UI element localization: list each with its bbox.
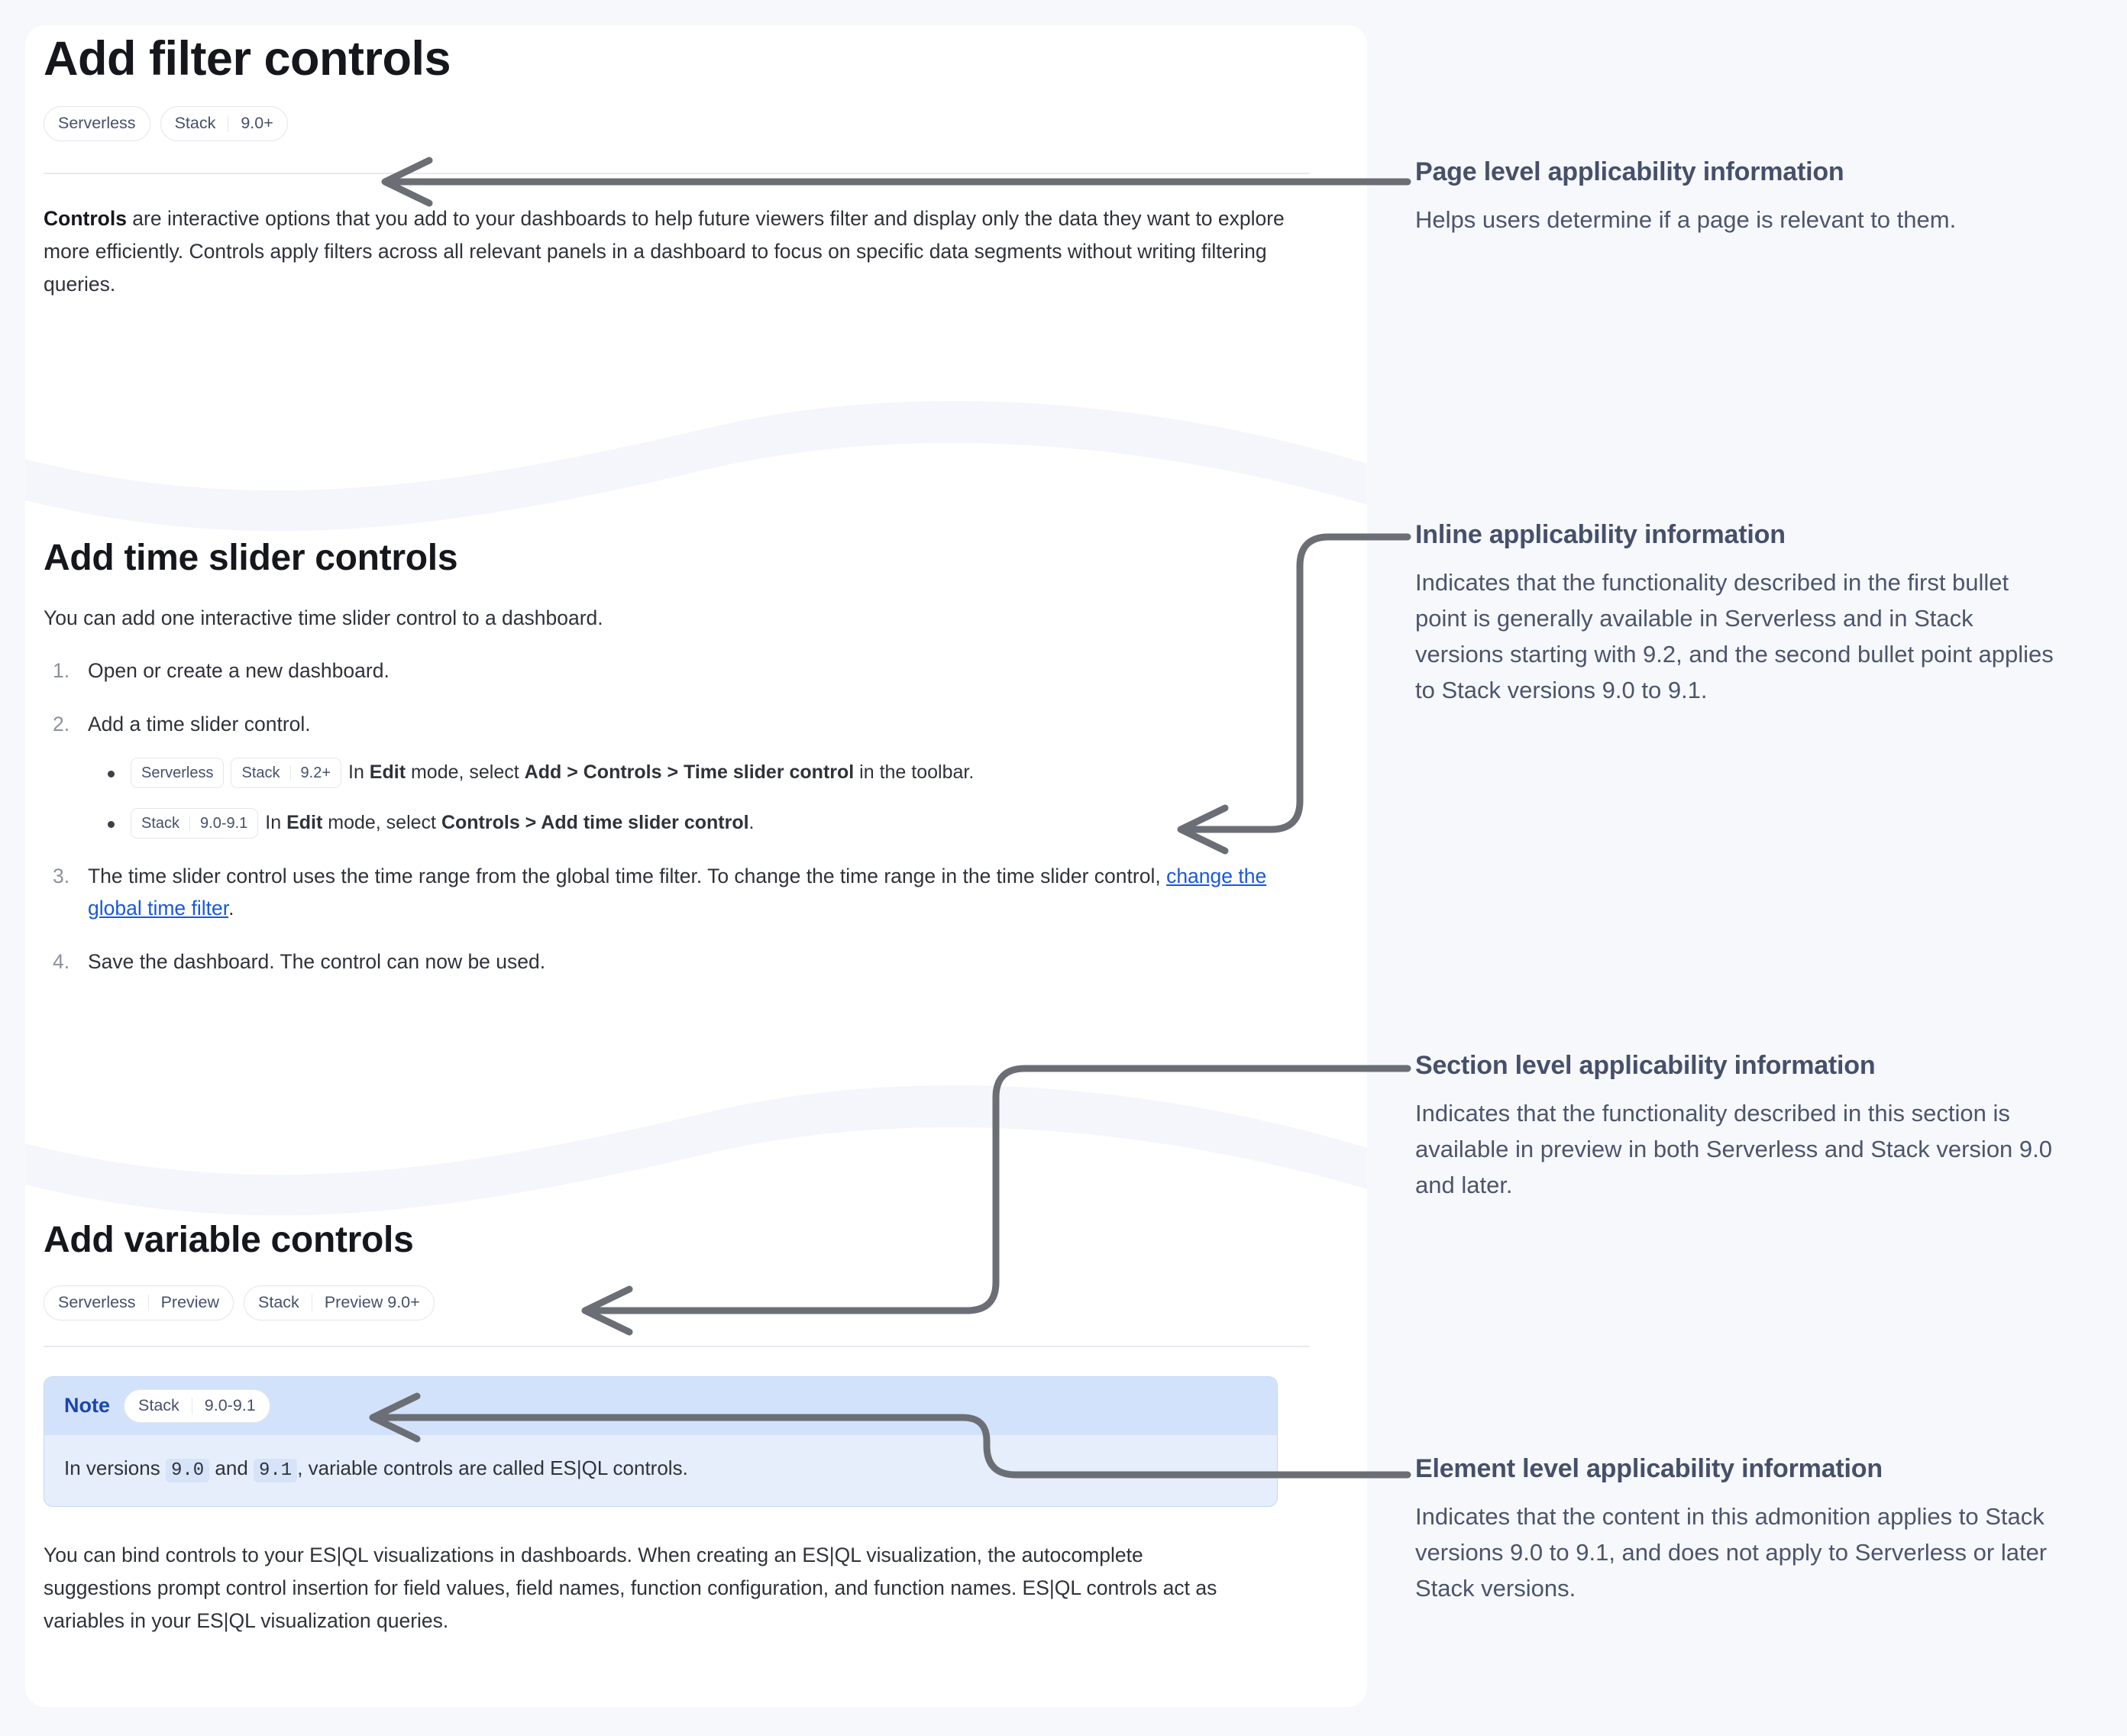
time-slider-intro: You can add one interactive time slider … [44, 606, 603, 629]
bullet-text: In Edit mode, select Controls > Add time… [265, 808, 754, 838]
inline-badge-serverless[interactable]: Serverless [131, 757, 225, 788]
badge-segment-label: Stack [141, 814, 180, 832]
inline-badge-stack[interactable]: Stack 9.2+ [231, 757, 341, 788]
step-text: Open or create a new dashboard. [88, 658, 390, 682]
text-run: in the toolbar. [854, 761, 975, 784]
text-run: . [748, 812, 755, 834]
wave-divider-2 [25, 1058, 1367, 1218]
annotation-body: Indicates that the functionality describ… [1415, 568, 2054, 704]
list-item: Add a time slider control. Serverless St… [53, 708, 1342, 839]
annotation-page-level: Page level applicability information Hel… [1415, 157, 2061, 238]
time-slider-steps: Open or create a new dashboard. Add a ti… [44, 655, 1342, 978]
note-header: Note Stack 9.0-9.1 [44, 1376, 1277, 1435]
title-divider [44, 173, 1310, 175]
note-text-run: and [209, 1456, 254, 1479]
badge-segment-label: Serverless [58, 114, 136, 133]
list-item: The time slider control uses the time ra… [53, 860, 1325, 925]
badge-segment-lifecycle-version: Preview 9.0+ [311, 1295, 432, 1311]
badge-segment-label: Stack [258, 1293, 299, 1312]
annotation-title: Inline applicability information [1415, 520, 1786, 549]
text-run-bold: Controls > Add time slider control [441, 812, 749, 834]
intro-paragraph: Controls are interactive options that yo… [44, 202, 1288, 301]
annotation-title: Page level applicability information [1415, 157, 1844, 186]
note-text-run: In versions [64, 1456, 166, 1479]
variable-controls-paragraph: You can bind controls to your ES|QL visu… [44, 1543, 1217, 1632]
annotation-title: Element level applicability information [1415, 1454, 1883, 1483]
badge-segment-label: Stack [138, 1396, 179, 1415]
badge-segment-label: Stack [241, 764, 280, 781]
inline-code-version-91: 9.1 [254, 1458, 298, 1482]
section-divider [44, 1345, 1310, 1347]
wave-divider-1 [25, 373, 1367, 534]
inline-badge-stack[interactable]: Stack 9.0-9.1 [131, 807, 259, 839]
annotation-title: Section level applicability information [1415, 1051, 1876, 1080]
applicability-badge-serverless[interactable]: Serverless [44, 106, 150, 142]
annotation-element-level: Element level applicability information … [1415, 1453, 2061, 1606]
list-item: Open or create a new dashboard. [53, 655, 1342, 687]
badge-segment-label: Stack [174, 114, 216, 133]
list-item: Stack 9.0-9.1 In Edit mode, select Contr… [108, 807, 1342, 839]
badge-segment-version: 9.0-9.1 [191, 1398, 268, 1414]
step-text-tail: . [228, 896, 234, 920]
applicability-badge-stack[interactable]: Stack 9.0+ [160, 106, 288, 142]
text-run: mode, select [406, 761, 525, 784]
section-heading-time-slider: Add time slider controls [44, 538, 458, 578]
page-title: Add filter controls [44, 32, 451, 86]
page-applicability-badges: Serverless Stack 9.0+ [44, 106, 1342, 142]
badge-segment-version: 9.0+ [228, 115, 285, 132]
document-panel: Add filter controls Serverless Stack 9.0… [25, 25, 1367, 1707]
annotation-inline-level: Inline applicability information Indicat… [1415, 519, 2061, 708]
annotation-body: Helps users determine if a page is relev… [1415, 205, 1957, 233]
intro-lead: Controls [44, 207, 127, 231]
note-applicability-badge-stack[interactable]: Stack 9.0-9.1 [124, 1388, 270, 1423]
applicability-badge-stack-preview[interactable]: Stack Preview 9.0+ [244, 1285, 435, 1321]
badge-segment-label: Serverless [58, 1293, 136, 1312]
section-applicability-badges: Serverless Preview Stack Preview 9.0+ [44, 1285, 1342, 1321]
note-text-run: , variable controls are called ES|QL con… [297, 1456, 688, 1479]
text-run-bold: Add > Controls > Time slider control [524, 761, 855, 784]
applicability-badge-serverless-preview[interactable]: Serverless Preview [44, 1285, 234, 1321]
text-run: In [348, 761, 370, 784]
badge-segment-lifecycle: Preview [147, 1295, 231, 1311]
annotation-body: Indicates that the functionality describ… [1415, 1099, 2053, 1199]
badge-segment-version: 9.0-9.1 [189, 815, 257, 831]
badge-segment-version: 9.2+ [289, 765, 341, 781]
annotation-section-level: Section level applicability information … [1415, 1050, 2061, 1203]
section-heading-variable-controls: Add variable controls [44, 1220, 414, 1260]
badge-segment-label: Serverless [141, 764, 214, 781]
list-item: Save the dashboard. The control can now … [53, 946, 1342, 978]
link-change-global-time-filter[interactable]: change the global time filter [88, 864, 1267, 920]
text-run-bold: Edit [369, 761, 406, 784]
text-run-bold: Edit [286, 812, 323, 834]
bullet-text: In Edit mode, select Add > Controls > Ti… [348, 758, 974, 787]
inline-code-version-90: 9.0 [165, 1458, 210, 1482]
step-text: The time slider control uses the time ra… [88, 864, 1167, 887]
text-run: mode, select [322, 812, 441, 834]
text-run: In [265, 812, 287, 834]
list-item: Serverless Stack 9.2+ In Edit mode, sele… [108, 757, 1342, 788]
inline-applicability-bullets: Serverless Stack 9.2+ In Edit mode, sele… [88, 757, 1342, 839]
step-text: Save the dashboard. The control can now … [88, 950, 546, 974]
step-text: Add a time slider control. [88, 713, 311, 736]
note-admonition: Note Stack 9.0-9.1 In versions 9.0 and 9… [44, 1376, 1278, 1507]
annotation-body: Indicates that the content in this admon… [1415, 1502, 2048, 1602]
intro-rest: are interactive options that you add to … [44, 207, 1285, 296]
note-body: In versions 9.0 and 9.1, variable contro… [44, 1435, 1277, 1506]
note-title: Note [64, 1394, 110, 1418]
